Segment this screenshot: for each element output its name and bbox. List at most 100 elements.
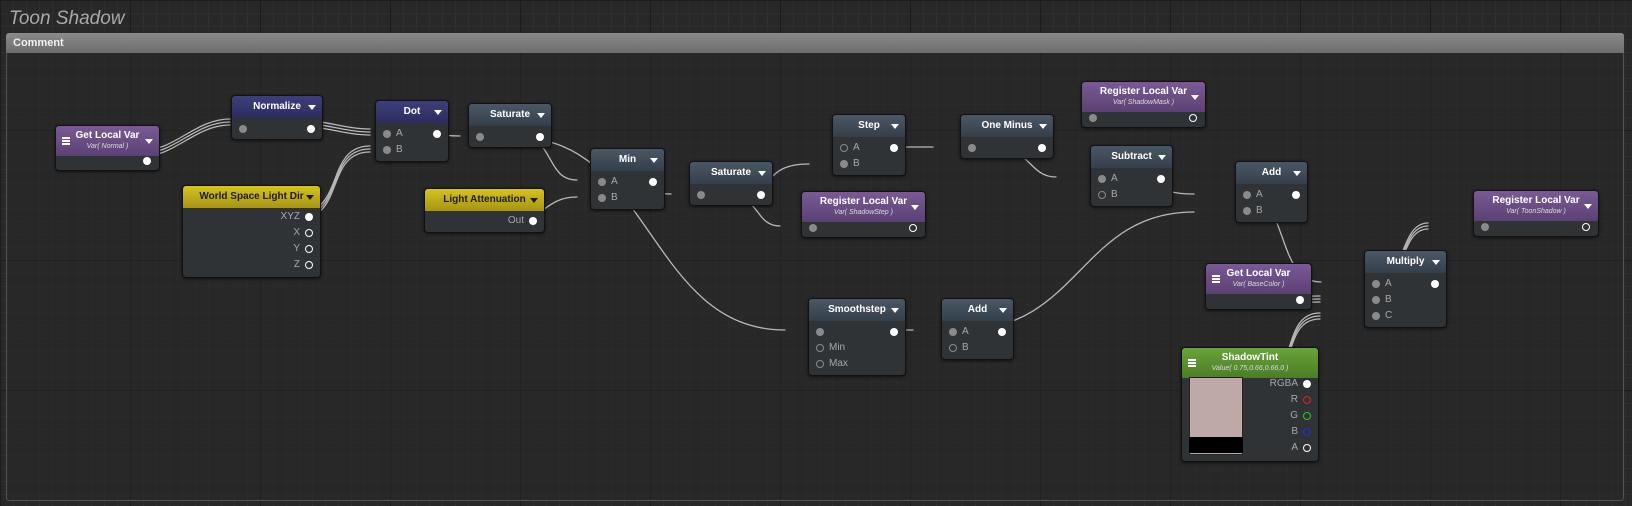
node-min[interactable]: Min A B xyxy=(590,148,665,210)
node-one-minus[interactable]: One Minus xyxy=(960,114,1054,159)
node-header[interactable]: Step xyxy=(833,115,905,137)
node-header[interactable]: Normalize xyxy=(232,96,322,118)
node-header[interactable]: Register Local Var Var( ShadowMask ) xyxy=(1082,82,1205,112)
node-register-local-var-toon-shadow[interactable]: Register Local Var Var( ToonShadow ) xyxy=(1473,190,1599,237)
input-port-b[interactable] xyxy=(1372,296,1380,304)
output-port-z[interactable] xyxy=(305,261,313,269)
node-header[interactable]: Saturate xyxy=(469,104,551,126)
node-header[interactable]: Get Local Var Var( BaseColor ) xyxy=(1206,264,1311,294)
dropdown-arrow-icon[interactable] xyxy=(145,139,153,144)
node-step[interactable]: Step A B xyxy=(832,114,906,176)
node-smoothstep[interactable]: Smoothstep Min Max xyxy=(808,298,906,376)
node-header[interactable]: Min xyxy=(591,149,664,171)
output-port[interactable] xyxy=(909,224,917,232)
input-port[interactable] xyxy=(809,224,817,232)
node-saturate[interactable]: Saturate xyxy=(468,103,552,148)
input-port-b[interactable] xyxy=(1098,191,1106,199)
node-header[interactable]: Light Attenuation xyxy=(425,189,544,211)
dropdown-arrow-icon[interactable] xyxy=(891,124,899,129)
input-port[interactable] xyxy=(1481,223,1489,231)
input-port-b[interactable] xyxy=(598,194,606,202)
input-port-c[interactable] xyxy=(1372,312,1380,320)
dropdown-arrow-icon[interactable] xyxy=(1039,124,1047,129)
output-port-r[interactable] xyxy=(1303,396,1311,404)
output-port[interactable] xyxy=(1292,191,1300,199)
node-register-local-var-shadow-step[interactable]: Register Local Var Var( ShadowStep ) xyxy=(801,191,926,238)
output-port[interactable] xyxy=(1431,280,1439,288)
node-header[interactable]: Subtract xyxy=(1091,146,1172,168)
input-port-a[interactable] xyxy=(1243,191,1251,199)
dropdown-arrow-icon[interactable] xyxy=(1432,260,1440,265)
output-port[interactable] xyxy=(757,191,765,199)
output-port[interactable] xyxy=(1582,223,1590,231)
input-port-a[interactable] xyxy=(383,130,391,138)
input-port[interactable] xyxy=(476,133,484,141)
node-shadow-tint[interactable]: ShadowTint Value( 0.75,0.66,0.66,0 ) RGB… xyxy=(1181,347,1319,462)
wire-saturate-to-smoothstep[interactable] xyxy=(518,137,786,331)
input-port-a[interactable] xyxy=(1098,175,1106,183)
hamburger-menu-icon[interactable] xyxy=(1188,359,1196,367)
node-header[interactable]: Multiply xyxy=(1365,251,1446,273)
node-header[interactable]: Register Local Var Var( ToonShadow ) xyxy=(1474,191,1598,221)
output-port[interactable] xyxy=(1157,175,1165,183)
node-header[interactable]: Add xyxy=(1236,162,1307,184)
dropdown-arrow-icon[interactable] xyxy=(1158,155,1166,160)
node-subtract[interactable]: Subtract A B xyxy=(1090,145,1173,207)
dropdown-arrow-icon[interactable] xyxy=(306,195,314,200)
dropdown-arrow-icon[interactable] xyxy=(1293,171,1301,176)
output-port-a[interactable] xyxy=(1303,444,1311,452)
output-port[interactable] xyxy=(143,157,151,165)
input-port-min[interactable] xyxy=(816,344,824,352)
output-port[interactable] xyxy=(536,133,544,141)
dropdown-arrow-icon[interactable] xyxy=(650,158,658,163)
output-port[interactable] xyxy=(1189,114,1197,122)
node-add[interactable]: Add A B xyxy=(1235,161,1308,223)
node-header[interactable]: Dot xyxy=(376,101,448,123)
input-port-b[interactable] xyxy=(840,160,848,168)
dropdown-arrow-icon[interactable] xyxy=(758,171,766,176)
input-port-b[interactable] xyxy=(1243,207,1251,215)
output-port-g[interactable] xyxy=(1303,412,1311,420)
dropdown-arrow-icon[interactable] xyxy=(891,308,899,313)
node-header[interactable]: Register Local Var Var( ShadowStep ) xyxy=(802,192,925,222)
dropdown-arrow-icon[interactable] xyxy=(308,105,316,110)
dropdown-arrow-icon[interactable] xyxy=(1191,95,1199,100)
output-port[interactable] xyxy=(649,178,657,186)
output-port[interactable] xyxy=(529,217,537,225)
node-dot[interactable]: Dot A B xyxy=(375,100,449,162)
node-get-local-var-normal[interactable]: Get Local Var Var( Normal ) xyxy=(55,125,160,171)
output-port[interactable] xyxy=(307,125,315,133)
node-world-space-light-dir[interactable]: World Space Light Dir XYZ X Y Z xyxy=(182,185,321,278)
node-header[interactable]: Add xyxy=(942,299,1013,321)
output-port[interactable] xyxy=(890,144,898,152)
output-port-b[interactable] xyxy=(1303,428,1311,436)
dropdown-arrow-icon[interactable] xyxy=(530,198,538,203)
input-port-b[interactable] xyxy=(949,344,957,352)
output-port-x[interactable] xyxy=(305,229,313,237)
comment-header[interactable]: Comment xyxy=(6,33,1624,53)
input-port-a[interactable] xyxy=(949,328,957,336)
output-port-y[interactable] xyxy=(305,245,313,253)
node-header[interactable]: ShadowTint Value( 0.75,0.66,0.66,0 ) xyxy=(1182,348,1318,378)
hamburger-menu-icon[interactable] xyxy=(62,137,70,145)
node-header[interactable]: One Minus xyxy=(961,115,1053,137)
node-multiply[interactable]: Multiply A B C xyxy=(1364,250,1447,328)
dropdown-arrow-icon[interactable] xyxy=(537,113,545,118)
input-port[interactable] xyxy=(1089,114,1097,122)
input-port[interactable] xyxy=(968,144,976,152)
node-header[interactable]: Get Local Var Var( Normal ) xyxy=(56,126,159,156)
node-get-local-var-basecolor[interactable]: Get Local Var Var( BaseColor ) xyxy=(1205,263,1312,310)
node-add-2[interactable]: Add A B xyxy=(941,298,1014,360)
dropdown-arrow-icon[interactable] xyxy=(434,110,442,115)
output-port-xyz[interactable] xyxy=(305,213,313,221)
input-port-a[interactable] xyxy=(598,178,606,186)
node-saturate-2[interactable]: Saturate xyxy=(689,161,773,206)
output-port[interactable] xyxy=(1038,144,1046,152)
node-header[interactable]: Saturate xyxy=(690,162,772,184)
output-port-rgba[interactable] xyxy=(1303,380,1311,388)
output-port[interactable] xyxy=(890,328,898,336)
node-normalize[interactable]: Normalize xyxy=(231,95,323,140)
input-port[interactable] xyxy=(697,191,705,199)
dropdown-arrow-icon[interactable] xyxy=(1584,204,1592,209)
dropdown-arrow-icon[interactable] xyxy=(999,308,1007,313)
